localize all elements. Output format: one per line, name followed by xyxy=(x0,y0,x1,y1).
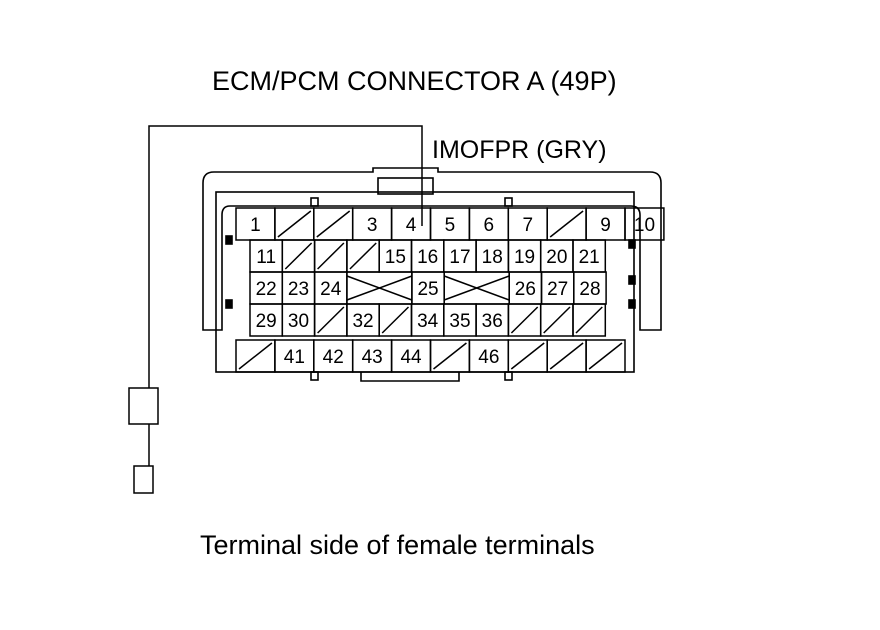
terminal-number: 26 xyxy=(515,279,536,300)
wire-label: IMOFPR (GRY) xyxy=(432,136,607,164)
terminal-number: 24 xyxy=(320,279,342,300)
blank-slash xyxy=(543,306,571,334)
terminal-number: 4 xyxy=(406,215,417,236)
terminal-number: 32 xyxy=(352,311,373,332)
probe-wire xyxy=(148,125,423,388)
connector-bottom-key xyxy=(360,372,460,382)
blank-slash xyxy=(277,210,312,238)
terminal-number: 15 xyxy=(385,247,406,268)
terminal-number: 25 xyxy=(417,279,438,300)
terminal-number: 3 xyxy=(367,215,378,236)
terminal-number: 1 xyxy=(250,215,261,236)
terminal-number: 30 xyxy=(288,311,309,332)
blank-slash xyxy=(349,242,377,270)
terminal-number: 5 xyxy=(445,215,456,236)
probe-connector-lower xyxy=(133,465,154,494)
terminal-number: 18 xyxy=(482,247,503,268)
terminal-number: 42 xyxy=(323,347,344,368)
view-caption: Terminal side of female terminals xyxy=(200,530,595,560)
terminal-number: 10 xyxy=(634,215,655,236)
terminal-number: 17 xyxy=(449,247,470,268)
terminal-number: 16 xyxy=(417,247,438,268)
blank-slash xyxy=(433,342,467,370)
blank-slash xyxy=(317,306,345,334)
terminal-number: 11 xyxy=(256,247,276,268)
blank-cross xyxy=(346,275,413,301)
terminal-number: 35 xyxy=(449,311,470,332)
terminal-number: 22 xyxy=(256,279,277,300)
terminal-number: 34 xyxy=(417,311,439,332)
blank-slash xyxy=(381,306,410,334)
terminal-number: 28 xyxy=(579,279,600,300)
blank-slash xyxy=(575,306,603,334)
empty-cavity xyxy=(572,303,607,337)
blank-slash xyxy=(510,342,545,370)
blank-slash xyxy=(316,210,351,238)
terminal-number: 36 xyxy=(482,311,503,332)
terminal-number: 29 xyxy=(256,311,277,332)
blank-slash xyxy=(284,242,313,270)
blank-slash xyxy=(549,342,584,370)
terminal-number: 46 xyxy=(478,347,499,368)
blank-slash xyxy=(238,342,273,370)
terminal-cell xyxy=(624,207,665,241)
blank-slash xyxy=(317,242,345,270)
terminal-number: 27 xyxy=(547,279,568,300)
terminal-number: 20 xyxy=(546,247,567,268)
empty-cavity xyxy=(585,339,626,373)
terminal-number: 44 xyxy=(400,347,422,368)
probe-wiring xyxy=(128,125,423,494)
blank-slash xyxy=(588,342,623,370)
terminal-number: 23 xyxy=(288,279,309,300)
connector-outer-shell xyxy=(202,167,662,331)
terminal-number: 9 xyxy=(600,215,611,236)
terminal-number: 6 xyxy=(484,215,495,236)
probe-connector-upper xyxy=(128,387,159,425)
terminal-number: 7 xyxy=(522,215,533,236)
blank-cross xyxy=(443,275,510,301)
blank-slash xyxy=(510,306,539,334)
connector-title: ECM/PCM CONNECTOR A (49P) xyxy=(212,66,617,96)
terminal-number: 43 xyxy=(362,347,383,368)
terminal-number: 19 xyxy=(514,247,535,268)
connector-latch xyxy=(377,177,434,195)
terminal-number: 21 xyxy=(579,247,600,268)
terminal-number: 41 xyxy=(284,347,305,368)
blank-slash xyxy=(549,210,584,238)
